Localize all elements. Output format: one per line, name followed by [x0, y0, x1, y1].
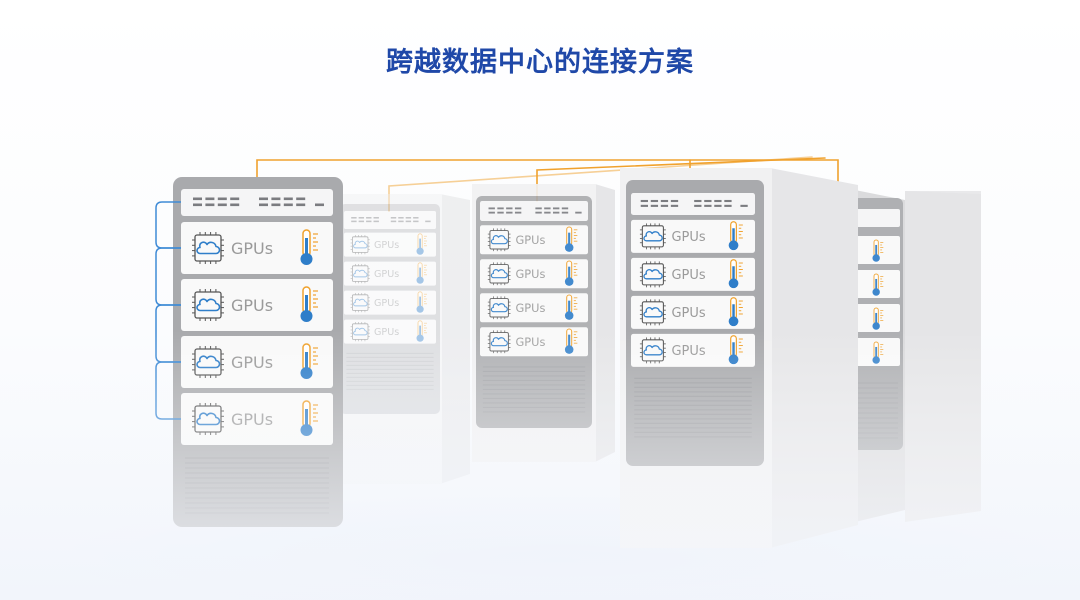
- gpu-unit: GPUs: [480, 259, 588, 289]
- switch-unit: [344, 211, 436, 229]
- gpu-unit: GPUs: [344, 261, 436, 286]
- gpu-label: GPUs: [231, 296, 273, 315]
- switch-unit: [181, 189, 333, 216]
- rack-5: [853, 190, 981, 522]
- gpu-unit: GPUs: [181, 222, 333, 274]
- gpu-label: GPUs: [672, 306, 706, 321]
- switch-unit: [631, 193, 755, 215]
- gpu-unit: GPUs: [631, 295, 755, 329]
- gpu-unit: GPUs: [344, 290, 436, 315]
- gpu-label: GPUs: [516, 267, 546, 281]
- gpu-label: GPUs: [231, 239, 273, 258]
- gpu-unit: GPUs: [181, 336, 333, 388]
- gpu-unit: GPUs: [480, 225, 588, 255]
- gpu-label: GPUs: [374, 298, 399, 309]
- gpu-label: GPUs: [516, 301, 546, 315]
- gpu-label: GPUs: [231, 410, 273, 429]
- gpu-label: GPUs: [516, 233, 546, 247]
- gpu-unit: GPUs: [344, 232, 436, 257]
- gpu-label: GPUs: [672, 230, 706, 245]
- gpu-label: GPUs: [672, 344, 706, 359]
- gpu-unit: GPUs: [181, 393, 333, 445]
- gpu-unit: GPUs: [631, 257, 755, 291]
- gpu-label: GPUs: [516, 335, 546, 349]
- gpu-unit: GPUs: [631, 219, 755, 253]
- gpu-label: GPUs: [374, 269, 399, 280]
- switch-unit: [480, 201, 588, 221]
- switch-unit: [856, 209, 900, 227]
- gpu-label: GPUs: [374, 327, 399, 338]
- gpu-unit: GPUs: [631, 333, 755, 367]
- gpu-unit: GPUs: [480, 293, 588, 323]
- gpu-label: GPUs: [374, 240, 399, 251]
- gpu-unit: GPUs: [480, 327, 588, 357]
- gpu-label: GPUs: [672, 268, 706, 283]
- gpu-label: GPUs: [231, 353, 273, 372]
- gpu-unit: GPUs: [344, 319, 436, 344]
- gpu-unit: GPUs: [181, 279, 333, 331]
